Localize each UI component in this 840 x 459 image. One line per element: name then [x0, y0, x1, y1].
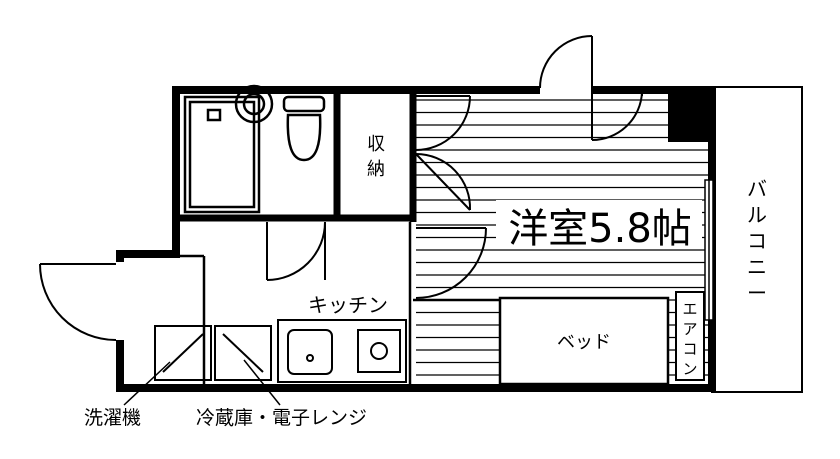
callout-leaders: [123, 359, 281, 406]
toilet: [282, 95, 326, 162]
balcony-label-1: バ: [747, 177, 767, 201]
room-label-bg: [496, 200, 702, 248]
storage-door-swing: [415, 95, 472, 211]
structural-column: [668, 90, 710, 142]
entrance-door-swing: [39, 263, 117, 341]
kitchen-label: キッチン: [308, 293, 388, 317]
aircon-label-4: ン: [682, 360, 697, 378]
room-door-swing: [415, 227, 487, 299]
balcony-label-4: ニ: [747, 255, 767, 279]
top-door-swing: [539, 35, 643, 142]
western-room-label: 洋室5.8帖: [508, 206, 692, 252]
aircon-unit: [675, 291, 705, 381]
bath-door-swing: [266, 221, 326, 281]
thin-walls: [126, 222, 500, 384]
outer-walls: [116, 86, 716, 392]
kitchen-counter: [277, 319, 407, 383]
storage-label-1: 収: [367, 134, 385, 155]
aircon-label-2: ア: [682, 320, 697, 338]
bed: [498, 296, 670, 386]
bed-label: ベッド: [557, 332, 611, 353]
top-door-gap: [540, 84, 592, 96]
fridge-box: [214, 325, 272, 381]
aircon-label-3: コ: [682, 340, 697, 358]
fridge-callout: 冷蔵庫・電子レンジ: [196, 407, 367, 429]
balcony-window: [704, 179, 714, 321]
balcony-label-3: コ: [747, 229, 767, 253]
washer-box: [154, 325, 212, 381]
entrance-gap: [114, 262, 126, 340]
balcony-label-5: ー: [747, 281, 767, 305]
wash-basin: [234, 84, 274, 124]
balcony-label-2: ル: [747, 203, 767, 227]
storage-label-2: 納: [367, 159, 385, 180]
aircon-label-1: エ: [682, 300, 697, 318]
washer-callout: 洗濯機: [84, 407, 141, 429]
bathtub: [183, 95, 261, 214]
interior-walls: [176, 90, 417, 222]
